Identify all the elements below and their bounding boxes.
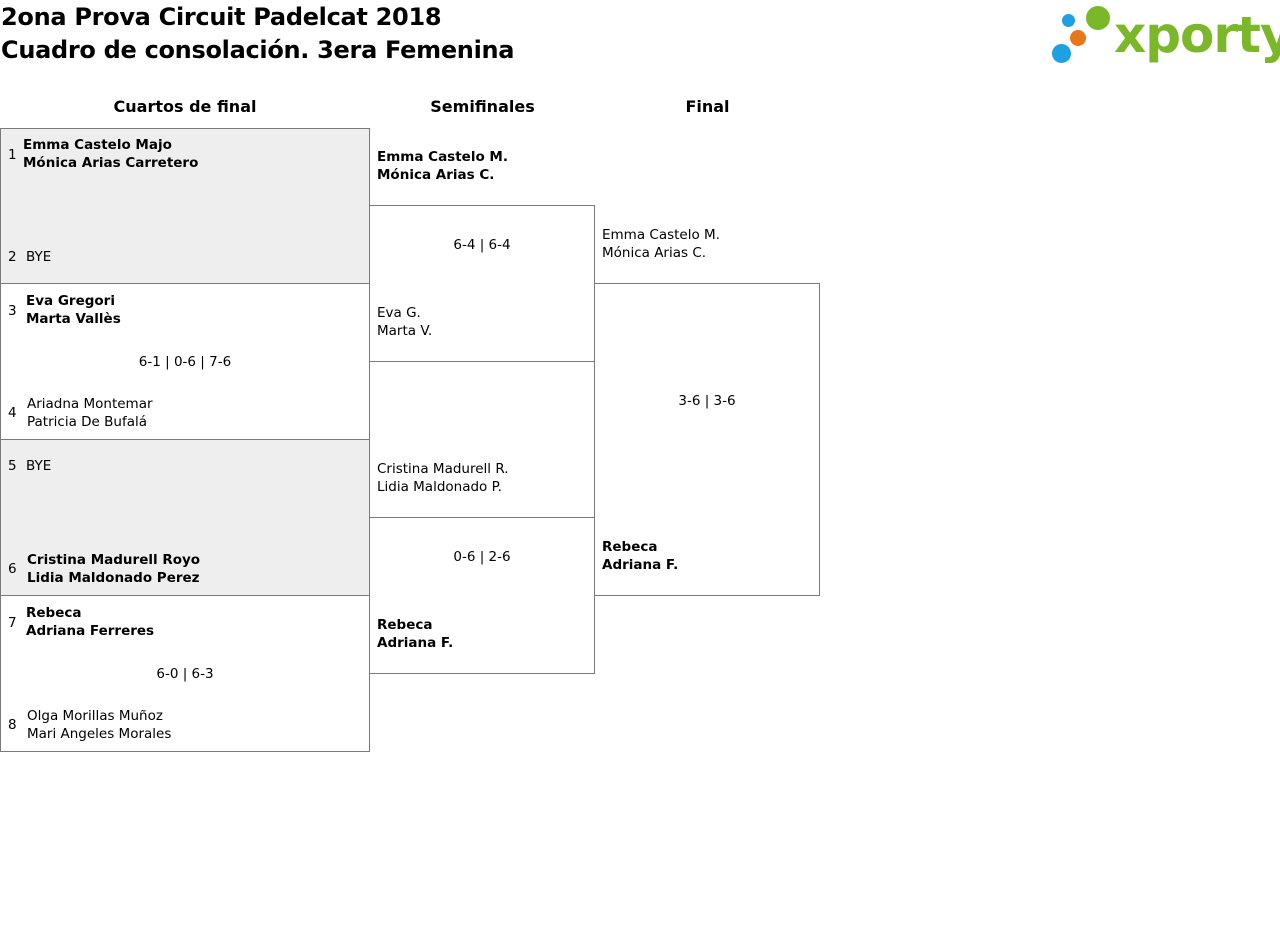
player-name: Lidia Maldonado P. [377,479,502,495]
logo-text: xporty [1114,6,1280,64]
seed-number: 6 [8,561,17,577]
page-subtitle: Cuadro de consolación. 3era Femenina [1,36,515,64]
player-name: Cristina Madurell R. [377,461,509,477]
seed-number: 5 [8,458,17,474]
seed-number: 3 [8,303,17,319]
page-title: 2ona Prova Circuit Padelcat 2018 [1,3,442,31]
seed-number: 1 [8,147,17,163]
player-name: Marta V. [377,323,433,339]
logo-dot-blue-large-icon [1052,44,1071,63]
semifinal-match-1: 6-4 | 6-4 Eva G. Marta V. [369,205,595,362]
quarterfinal-match-2: 3 Eva Gregori Marta Vallès 6-1 | 0-6 | 7… [0,283,370,440]
logo-dot-blue-small-icon [1062,14,1075,27]
player-name: Adriana F. [602,557,679,573]
semifinal-match-2: 0-6 | 2-6 Rebeca Adriana F. [369,517,595,674]
player-name: Rebeca [602,539,658,555]
player-name: Eva G. [377,305,421,321]
quarterfinal-match-1: 1 Emma Castelo Majo Mónica Arias Carrete… [0,128,370,284]
logo-dot-orange-icon [1070,30,1086,46]
player-name: Mónica Arias C. [602,245,707,261]
column-header-final: Final [685,97,730,116]
final-match: 3-6 | 3-6 Rebeca Adriana F. [594,283,820,596]
logo-dot-green-icon [1086,6,1110,30]
player-name: Cristina Madurell Royo [27,552,201,568]
player-name: Rebeca [377,617,433,633]
quarterfinal-match-3: 5 BYE 6 Cristina Madurell Royo Lidia Mal… [0,439,370,596]
seed-number: 7 [8,615,17,631]
player-name: Mónica Arias C. [377,167,495,183]
match-score: 6-0 | 6-3 [156,666,214,682]
seed-number: 2 [8,249,17,265]
player-name: Patricia De Bufalá [27,414,147,430]
player-name: Mari Angeles Morales [27,726,172,742]
player-name: Adriana Ferreres [26,623,155,639]
bye-label: BYE [26,249,52,265]
player-name: Adriana F. [377,635,454,651]
match-score: 3-6 | 3-6 [678,393,736,409]
column-header-quarterfinals: Cuartos de final [113,97,257,116]
match-score: 0-6 | 2-6 [453,549,511,565]
player-name: Emma Castelo Majo [23,137,172,153]
player-name: Mónica Arias Carretero [23,155,199,171]
xporty-logo[interactable]: xporty [1050,4,1280,66]
player-name: Rebeca [26,605,82,621]
seed-number: 4 [8,405,17,421]
match-score: 6-1 | 0-6 | 7-6 [138,354,232,370]
player-name: Marta Vallès [26,311,121,327]
player-name: Emma Castelo M. [377,149,508,165]
player-name: Emma Castelo M. [602,227,720,243]
player-name: Eva Gregori [26,293,115,309]
bye-label: BYE [26,458,52,474]
match-score: 6-4 | 6-4 [453,237,511,253]
player-name: Lidia Maldonado Perez [27,570,200,586]
player-name: Ariadna Montemar [27,396,153,412]
seed-number: 8 [8,717,17,733]
column-header-semifinals: Semifinales [430,97,535,116]
quarterfinal-match-4: 7 Rebeca Adriana Ferreres 6-0 | 6-3 8 Ol… [0,595,370,752]
player-name: Olga Morillas Muñoz [27,708,163,724]
